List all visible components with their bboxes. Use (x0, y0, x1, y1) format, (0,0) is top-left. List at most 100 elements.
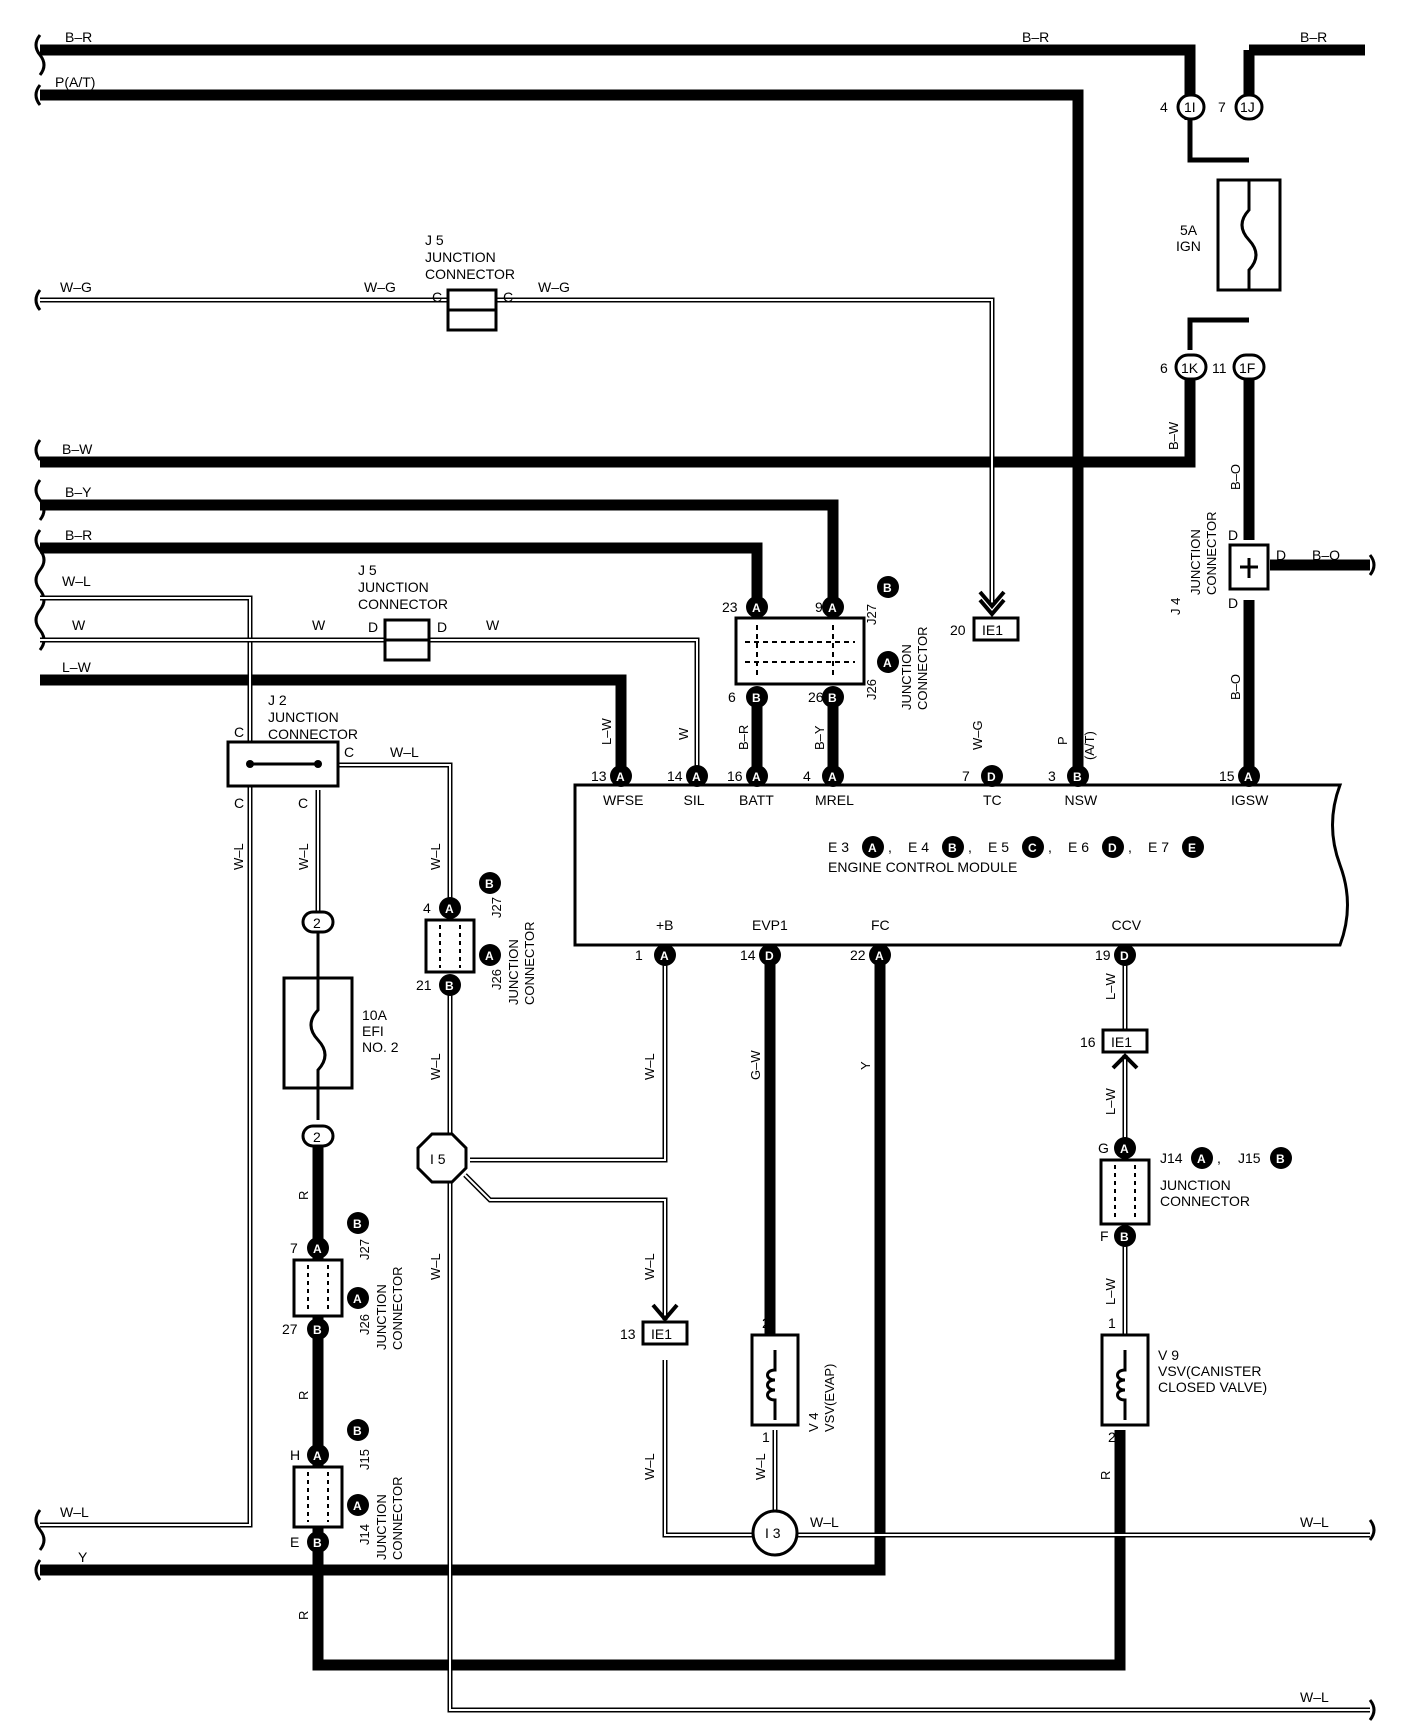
svg-text:W–L: W–L (428, 1253, 443, 1280)
svg-text:1: 1 (762, 1429, 770, 1445)
svg-text:D: D (437, 619, 447, 635)
svg-text:R: R (1098, 1471, 1113, 1480)
ecm-connector-comma: , (968, 839, 972, 855)
svg-text:JUNCTION: JUNCTION (506, 939, 521, 1005)
ecm-bottom-pin-letter: D (765, 949, 774, 963)
svg-text:23: 23 (722, 599, 738, 615)
svg-text:2: 2 (313, 915, 321, 931)
svg-text:W–L: W–L (296, 843, 311, 870)
svg-text:IE1: IE1 (1111, 1034, 1132, 1050)
ecm-top-terminals: A13WFSEA14SILA16BATTA4MRELD7TCB3NSWA15IG… (591, 765, 1269, 808)
ecm-bottom-pin-badge (869, 944, 891, 966)
svg-text:1F: 1F (1239, 360, 1255, 376)
ecm-bottom-pin-badge (759, 944, 781, 966)
svg-text:2: 2 (313, 1129, 321, 1145)
ecm-bottom-terminal-name: CCV (1112, 917, 1142, 933)
svg-text:I 5: I 5 (430, 1151, 446, 1167)
svg-text:V 4: V 4 (806, 1412, 821, 1432)
svg-text:L–W: L–W (62, 659, 92, 675)
right-edge-breaks (1368, 554, 1376, 1721)
svg-text:J 2: J 2 (268, 692, 287, 708)
svg-text:JUNCTION: JUNCTION (425, 249, 496, 265)
svg-text:J27: J27 (357, 1239, 372, 1260)
svg-text:IE1: IE1 (651, 1326, 672, 1342)
svg-text:B: B (752, 691, 761, 705)
ecm-top-terminal-name: SIL (684, 792, 705, 808)
svg-text:W–G: W–G (970, 720, 985, 750)
svg-text:B–W: B–W (1166, 421, 1181, 450)
left-edge-breaks (34, 34, 46, 1581)
svg-text:NO. 2: NO. 2 (362, 1039, 399, 1055)
ecm-connector-badge (942, 836, 964, 858)
ecm-top-pin-badge (686, 765, 708, 787)
junction-j5-mid: J 5 JUNCTION CONNECTOR D D (358, 562, 448, 662)
wire-p-at (40, 89, 1084, 785)
ecm-bottom-terminal-name: FC (871, 917, 890, 933)
svg-text:VSV(EVAP): VSV(EVAP) (822, 1364, 837, 1432)
svg-text:(A/T): (A/T) (1082, 731, 1097, 760)
ecm-top-pin-number: 13 (591, 768, 607, 784)
svg-text:ENGINE CONTROL MODULE: ENGINE CONTROL MODULE (828, 859, 1017, 875)
svg-text:B–R: B–R (736, 725, 751, 750)
svg-text:A: A (313, 1449, 322, 1463)
svg-text:L–W: L–W (1103, 1088, 1118, 1115)
svg-text:W–L: W–L (810, 1514, 839, 1530)
ecm-top-pin-number: 16 (727, 768, 743, 784)
svg-text:JUNCTION: JUNCTION (899, 644, 914, 710)
svg-text:W–L: W–L (1300, 1514, 1329, 1530)
ecm-top-pin-letter: A (616, 770, 625, 784)
svg-text:CONNECTOR: CONNECTOR (915, 626, 930, 710)
svg-text:VSV(CANISTER: VSV(CANISTER (1158, 1363, 1261, 1379)
svg-text:4: 4 (1160, 99, 1168, 115)
svg-text:F: F (1100, 1228, 1109, 1244)
svg-text:G: G (1098, 1140, 1109, 1156)
ecm-connector-badge (1102, 836, 1124, 858)
ecm-bottom-pin-badge (654, 944, 676, 966)
wire-b-r-top (40, 44, 1196, 120)
svg-text:CLOSED VALVE): CLOSED VALVE) (1158, 1379, 1267, 1395)
svg-text:9: 9 (815, 599, 823, 615)
svg-text:J15: J15 (357, 1449, 372, 1470)
svg-text:I 3: I 3 (765, 1525, 781, 1541)
svg-text:J26: J26 (489, 969, 504, 990)
ecm-top-pin-badge (981, 765, 1003, 787)
junction-j14-j15-right: A B G F J14 A , J15 B JUNCTION CONNECTOR (1098, 1137, 1292, 1247)
svg-text:B: B (313, 1536, 322, 1550)
svg-text:W: W (486, 617, 500, 633)
ecm-bottom-terminal-name: +B (656, 917, 674, 933)
ecm-top-terminal-name: MREL (815, 792, 854, 808)
svg-text:J14: J14 (1160, 1150, 1183, 1166)
svg-text:W–L: W–L (428, 843, 443, 870)
connector-1f: 1F 11 (1212, 353, 1266, 381)
ecm-connector-id: E 6 (1068, 839, 1089, 855)
svg-text:W–G: W–G (60, 279, 92, 295)
junction-j5-top: J 5 JUNCTION CONNECTOR C C (425, 232, 515, 332)
junction-j26-j27-upper: A A B B 23 9 6 26 B A J27 J26 JUNCTION C… (722, 576, 930, 710)
svg-text:JUNCTION: JUNCTION (358, 579, 429, 595)
ecm-top-terminal-name: NSW (1065, 792, 1098, 808)
svg-text:B–R: B–R (1300, 29, 1327, 45)
svg-text:D: D (1276, 547, 1286, 563)
ecm-connector-letter: E (1188, 841, 1196, 855)
ecm-bottom-pin-letter: A (660, 949, 669, 963)
svg-text:1K: 1K (1181, 360, 1199, 376)
junction-j14-j15-left: A B H E B A J15 J14 JUNCTION CONNECTOR (290, 1419, 405, 1560)
svg-text:1: 1 (1108, 1315, 1116, 1331)
svg-text:W–L: W–L (1300, 1689, 1329, 1705)
svg-text:W–L: W–L (62, 573, 91, 589)
connector-ie1-ccv: IE1 16 (1080, 1028, 1149, 1070)
junction-j26-j27-left: A B 4 21 B A J27 J26 JUNCTION CONNECTOR (416, 872, 537, 1005)
splice-i5: I 5 (416, 1132, 468, 1184)
ecm-top-pin-number: 14 (667, 768, 683, 784)
wire-b-w (40, 380, 1196, 468)
svg-text:11: 11 (1212, 360, 1227, 376)
svg-text:B–Y: B–Y (812, 725, 827, 750)
svg-text:L–W: L–W (1103, 1278, 1118, 1305)
svg-text:J27: J27 (864, 604, 879, 625)
ecm-connector-letter: B (948, 841, 957, 855)
connector-1j: 1J 7 (1218, 93, 1264, 121)
svg-text:JUNCTION: JUNCTION (374, 1494, 389, 1560)
svg-text:2: 2 (762, 1315, 770, 1331)
ecm-top-pin-letter: A (1244, 770, 1253, 784)
svg-text:A: A (1197, 1152, 1206, 1166)
